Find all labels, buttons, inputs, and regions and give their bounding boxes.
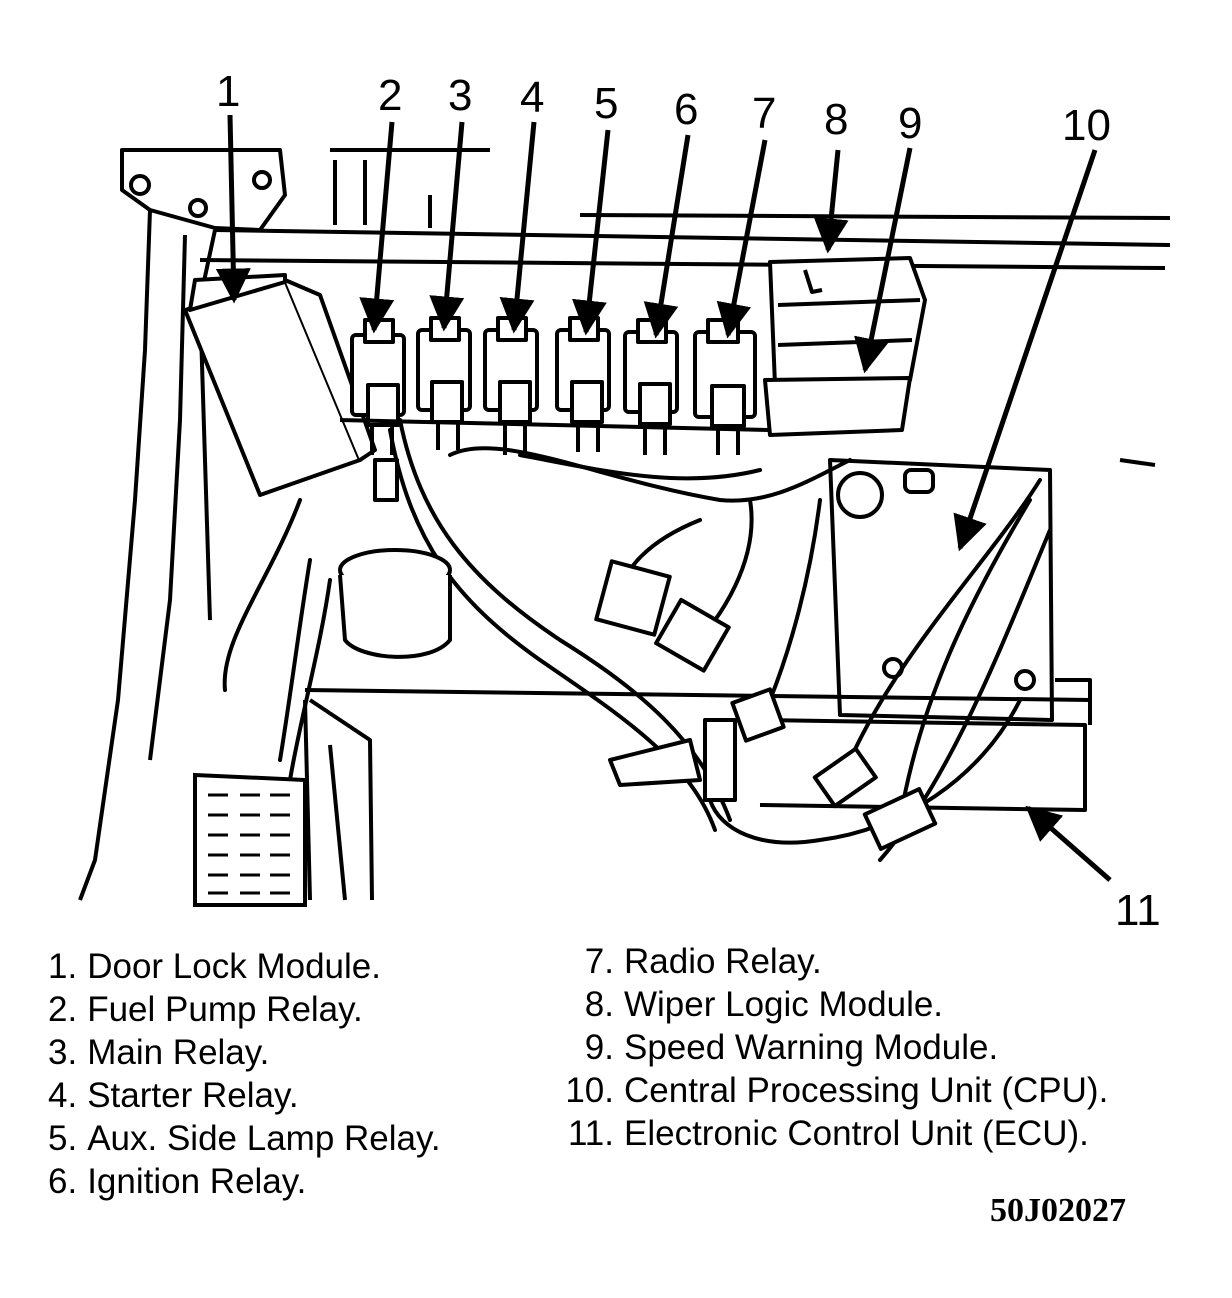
legend-label: Electronic Control Unit (ECU). (624, 1114, 1089, 1153)
legend-item-3: 3.Main Relay. (48, 1031, 441, 1074)
legend-number: 5. (48, 1119, 78, 1158)
legend-item-8: 8. Wiper Logic Module. (548, 983, 1108, 1026)
legend-item-10: 10. Central Processing Unit (CPU). (548, 1069, 1108, 1112)
leader-lines (215, 114, 1112, 882)
callout-6: 6 (674, 85, 698, 134)
legend-number: 8. (584, 985, 614, 1024)
legend-right: 7. Radio Relay. 8. Wiper Logic Module. 9. S… (548, 940, 1108, 1155)
legend-number: 1. (48, 947, 78, 986)
legend-number: 10. (565, 1071, 614, 1110)
legend-label: Door Lock Module. (87, 947, 381, 986)
legend-label: Starter Relay. (87, 1076, 299, 1115)
callout-2: 2 (378, 71, 402, 120)
legend-label: Central Processing Unit (CPU). (624, 1071, 1109, 1110)
legend-number: 7. (584, 942, 614, 981)
legend-item-7: 7. Radio Relay. (548, 940, 1108, 983)
radio-relay (693, 318, 757, 455)
ignition-relay (623, 318, 679, 455)
aux-side-lamp-relay (555, 316, 611, 452)
legend-item-4: 4.Starter Relay. (48, 1074, 441, 1117)
legend-label: Fuel Pump Relay. (87, 990, 363, 1029)
legend-label: Radio Relay. (624, 942, 822, 981)
callout-1: 1 (216, 67, 240, 116)
legend-number: 6. (48, 1162, 78, 1201)
callout-labels: 1 2 3 4 5 6 7 8 9 10 11 (216, 67, 1161, 930)
callout-4: 4 (520, 73, 544, 122)
legend-number: 3. (48, 1033, 78, 1072)
callout-10: 10 (1062, 101, 1111, 150)
starter-relay (483, 316, 539, 455)
callout-8: 8 (824, 95, 848, 144)
legend-item-6: 6.Ignition Relay. (48, 1160, 441, 1203)
legend-item-2: 2.Fuel Pump Relay. (48, 988, 441, 1031)
wiper-and-speed-modules (763, 256, 935, 519)
legend-label: Ignition Relay. (87, 1162, 307, 1201)
legend-item-11: 11. Electronic Control Unit (ECU). (548, 1112, 1108, 1155)
legend-label: Speed Warning Module. (624, 1028, 999, 1067)
legend-number: 9. (584, 1028, 614, 1067)
component-location-diagram: 1 2 3 4 5 6 7 8 9 10 11 (78, 67, 1171, 930)
callout-9: 9 (898, 99, 922, 148)
legend-number: 4. (48, 1076, 78, 1115)
legend-item-5: 5.Aux. Side Lamp Relay. (48, 1117, 441, 1160)
legend-number: 2. (48, 990, 78, 1029)
pin-connector (193, 772, 307, 907)
legend-left: 1.Door Lock Module. 2.Fuel Pump Relay. 3… (48, 945, 441, 1203)
legend-label: Aux. Side Lamp Relay. (87, 1119, 441, 1158)
callout-5: 5 (594, 79, 618, 128)
legend-item-1: 1.Door Lock Module. (48, 945, 441, 988)
legend-label: Main Relay. (87, 1033, 270, 1072)
callout-7: 7 (752, 89, 776, 138)
main-relay (416, 316, 472, 450)
legend-label: Wiper Logic Module. (624, 985, 944, 1024)
callout-11: 11 (1115, 886, 1161, 930)
legend-item-9: 9. Speed Warning Module. (548, 1026, 1108, 1069)
connectors (338, 548, 938, 851)
figure-id: 50J02027 (990, 1192, 1126, 1229)
legend-number: 11. (567, 1114, 614, 1153)
callout-3: 3 (448, 71, 472, 120)
